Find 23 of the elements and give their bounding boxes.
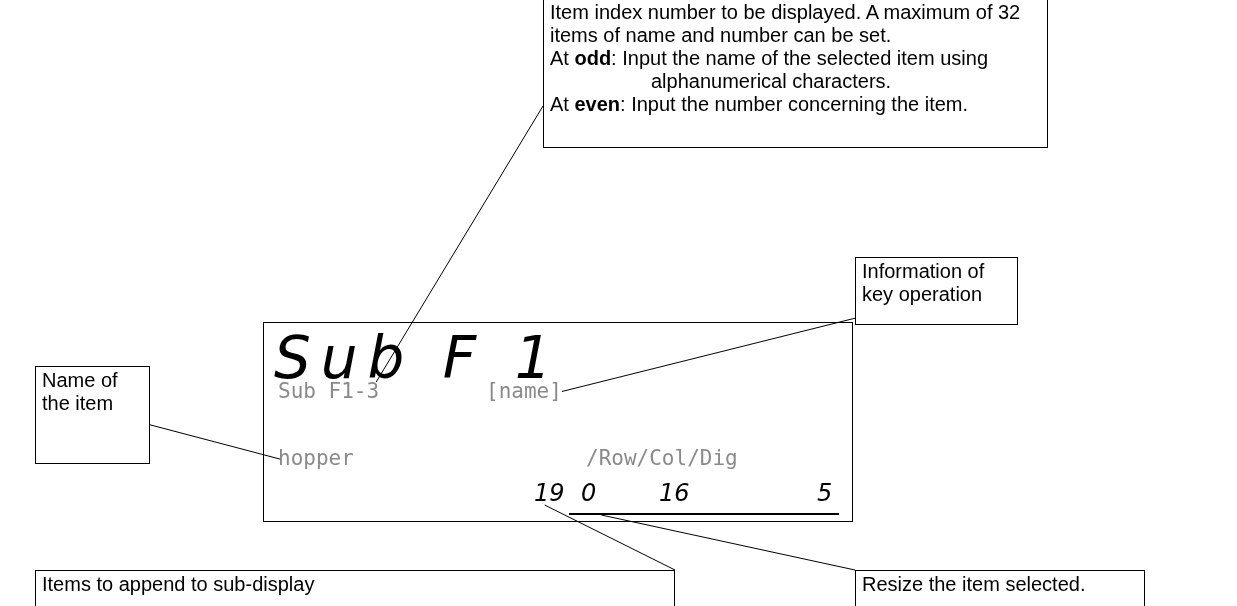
segment-display-text: 0: [581, 481, 597, 505]
dot-matrix-text: /Row/Col/Dig: [586, 448, 738, 469]
dot-matrix-text: hopper: [278, 448, 354, 469]
callout-box: Items to append to sub-display: [35, 570, 675, 606]
leader-line: [544, 504, 676, 571]
leader-line: [600, 514, 856, 571]
callout-box: [543, 0, 1048, 148]
callout-text: At even: Input the number concerning the item.: [550, 93, 970, 116]
segment-display-text: 19: [534, 481, 565, 505]
segment-display-text: 5: [817, 481, 833, 505]
underlined-values: [569, 481, 839, 515]
callout-text: Item index number to be displayed. A maximum of 32 items of name and number can be set.: [550, 1, 1022, 47]
callout-box: Information of key operation: [855, 257, 1018, 325]
callout-box: Name of the item: [35, 366, 150, 464]
callout-box: Resize the item selected.: [855, 570, 1145, 606]
callout-text: At odd: Input the name of the selected item using alphanumerical characters.: [550, 47, 989, 93]
leader-line: [561, 317, 856, 392]
lcd-display-panel: [263, 322, 853, 522]
dot-matrix-text: [name]: [486, 381, 562, 402]
leader-line: [149, 424, 283, 461]
leader-line: [375, 105, 544, 383]
segment-display-text: 16: [659, 481, 690, 505]
dot-matrix-text: Sub F1-3: [278, 381, 380, 402]
